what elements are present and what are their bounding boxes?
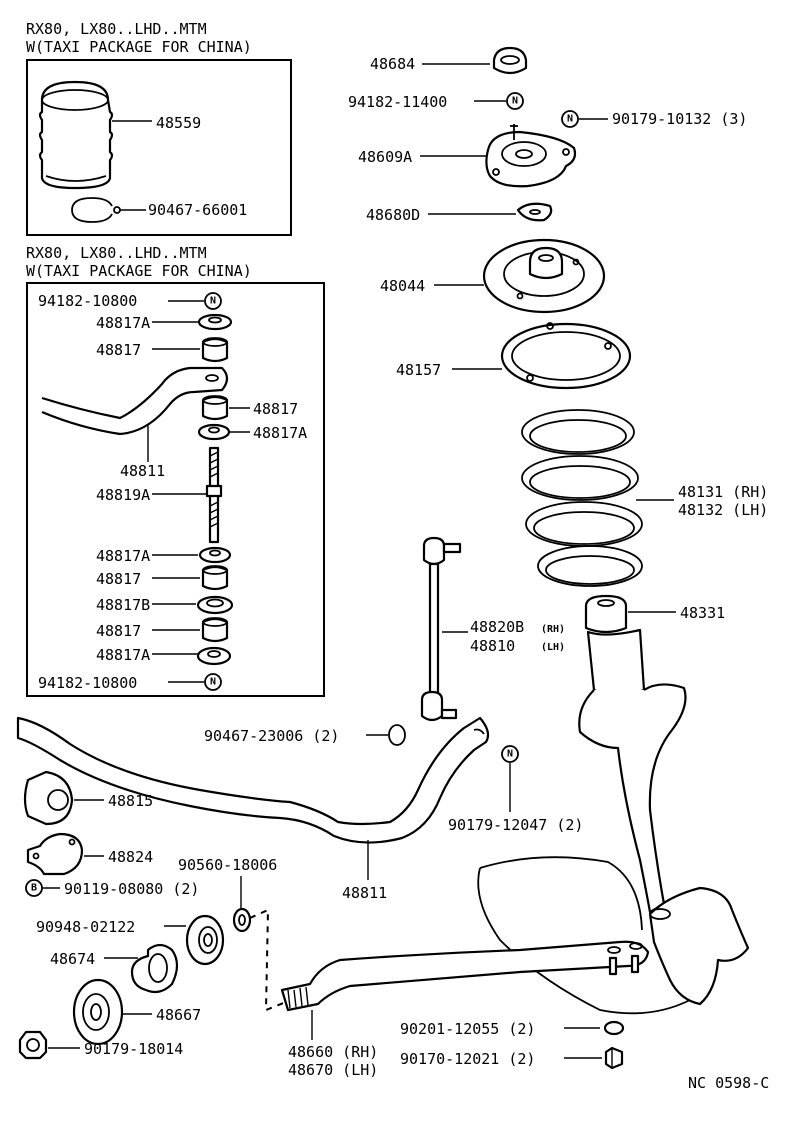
label-48667: 48667 xyxy=(156,1006,201,1024)
part-bushing-48559 xyxy=(38,80,114,190)
label-48559: 48559 xyxy=(156,114,201,132)
label-90560-18006: 90560-18006 xyxy=(178,856,277,874)
header-variant-top-2: W(TAXI PACKAGE FOR CHINA) xyxy=(26,38,252,56)
bushing-48667-icon xyxy=(72,978,124,1046)
label-48684: 48684 xyxy=(370,55,415,73)
label-48824: 48824 xyxy=(108,848,153,866)
bolt-badge-icon xyxy=(25,879,43,897)
nut-badge-icon-5 xyxy=(501,745,519,763)
stabilizer-bar-main xyxy=(16,716,490,844)
label-48810-side: (LH) xyxy=(541,642,565,653)
label-48157: 48157 xyxy=(396,361,441,379)
badge-letter-4: N xyxy=(567,114,573,125)
washer-48817A-3-icon xyxy=(196,646,232,666)
washer-48817A-icon xyxy=(197,313,233,331)
label-48817B: 48817B xyxy=(96,596,150,614)
collar-48674-icon xyxy=(130,943,179,994)
label-48810: 48810 xyxy=(470,637,515,655)
label-90179-10132: 90179-10132 (3) xyxy=(612,110,747,128)
badge-letter-5: N xyxy=(507,749,513,760)
label-48674: 48674 xyxy=(50,950,95,968)
bolt-48819A-icon xyxy=(205,446,223,544)
nut-90170-icon xyxy=(604,1046,624,1070)
label-48331: 48331 xyxy=(680,604,725,622)
label-48817-1: 48817 xyxy=(96,341,141,359)
retainer-48817B-icon xyxy=(196,595,234,615)
cushion-48817-2-icon xyxy=(201,565,229,591)
label-94182-10800-bot: 94182-10800 xyxy=(38,674,137,692)
seat-48680D-icon xyxy=(516,202,553,222)
label-48132: 48132 (LH) xyxy=(678,501,768,519)
insulator-48157-icon xyxy=(500,322,632,390)
stabilizer-bar-end xyxy=(41,366,229,436)
label-94182-11400: 94182-11400 xyxy=(348,93,447,111)
label-90170-12021: 90170-12021 (2) xyxy=(400,1050,535,1068)
header-variant-mid-2: W(TAXI PACKAGE FOR CHINA) xyxy=(26,262,252,280)
label-48817-3: 48817 xyxy=(96,622,141,640)
label-90948-02122: 90948-02122 xyxy=(36,918,135,936)
washer-48817A-right-icon xyxy=(197,423,231,441)
strut-rod-48660-icon xyxy=(280,940,650,1012)
header-variant-mid-1: RX80, LX80..LHD..MTM xyxy=(26,244,207,262)
label-48817A-2: 48817A xyxy=(96,547,150,565)
coil-spring-icon xyxy=(521,409,643,587)
nut-90179-18014-icon xyxy=(18,1030,48,1060)
label-48820B: 48820B xyxy=(470,618,524,636)
label-48660: 48660 (RH) xyxy=(288,1043,378,1061)
label-48609A: 48609A xyxy=(358,148,412,166)
label-48131: 48131 (RH) xyxy=(678,483,768,501)
label-48817-2: 48817 xyxy=(96,570,141,588)
bumper-48331-icon xyxy=(584,594,628,634)
ring-90467-23006-icon xyxy=(388,724,406,746)
label-48670: 48670 (LH) xyxy=(288,1061,378,1079)
label-90201-12055: 90201-12055 (2) xyxy=(400,1020,535,1038)
seat-48044-icon xyxy=(482,238,606,314)
nut-badge-icon-2 xyxy=(204,673,222,691)
header-variant-top-1: RX80, LX80..LHD..MTM xyxy=(26,20,207,38)
label-90179-18014: 90179-18014 xyxy=(84,1040,183,1058)
shock-absorber-strut xyxy=(477,628,750,1015)
cushion-48817-icon xyxy=(201,337,229,363)
stabilizer-link-icon xyxy=(420,536,462,722)
badge-letter-bolt: B xyxy=(31,883,37,894)
support-48609A-icon xyxy=(485,124,577,188)
spacer-90560-icon xyxy=(232,907,252,933)
bushing-90948-icon xyxy=(185,914,225,966)
label-48817-right: 48817 xyxy=(253,400,298,418)
badge-letter: N xyxy=(210,296,216,307)
diagram-code: NC 0598-C xyxy=(688,1074,769,1092)
washer-90201-icon xyxy=(603,1020,625,1036)
label-48820B-side: (RH) xyxy=(541,624,565,635)
nut-badge-icon xyxy=(204,292,222,310)
inset-box-bushing xyxy=(26,59,292,236)
label-48819A: 48819A xyxy=(96,486,150,504)
label-48811: 48811 xyxy=(342,884,387,902)
dashed-guide xyxy=(249,908,287,1012)
label-90119-08080: 90119-08080 (2) xyxy=(64,880,199,898)
badge-letter-3: N xyxy=(512,96,518,107)
label-90179-12047: 90179-12047 (2) xyxy=(448,816,583,834)
cushion-48817-3-icon xyxy=(201,617,229,643)
label-48817A-3: 48817A xyxy=(96,646,150,664)
badge-letter-2: N xyxy=(210,677,216,688)
label-90467-66001: 90467-66001 xyxy=(148,201,247,219)
cushion-48817-right-icon xyxy=(201,395,229,421)
label-90467-23006: 90467-23006 (2) xyxy=(204,727,339,745)
label-48817A-right: 48817A xyxy=(253,424,307,442)
part-ring-90467-66001 xyxy=(71,197,121,223)
nut-badge-icon-4 xyxy=(561,110,579,128)
label-48680D: 48680D xyxy=(366,206,420,224)
washer-48817A-2-icon xyxy=(198,546,232,564)
bracket-48824-icon xyxy=(26,832,84,876)
label-48817A-1: 48817A xyxy=(96,314,150,332)
bushing-48815-icon xyxy=(23,770,74,826)
cap-48684-icon xyxy=(492,46,528,75)
label-48044: 48044 xyxy=(380,277,425,295)
label-48811-box: 48811 xyxy=(120,462,165,480)
nut-badge-icon-3 xyxy=(506,92,524,110)
label-48815: 48815 xyxy=(108,792,153,810)
inset-box-stabilizer-link xyxy=(26,282,325,697)
label-94182-10800-top: 94182-10800 xyxy=(38,292,137,310)
